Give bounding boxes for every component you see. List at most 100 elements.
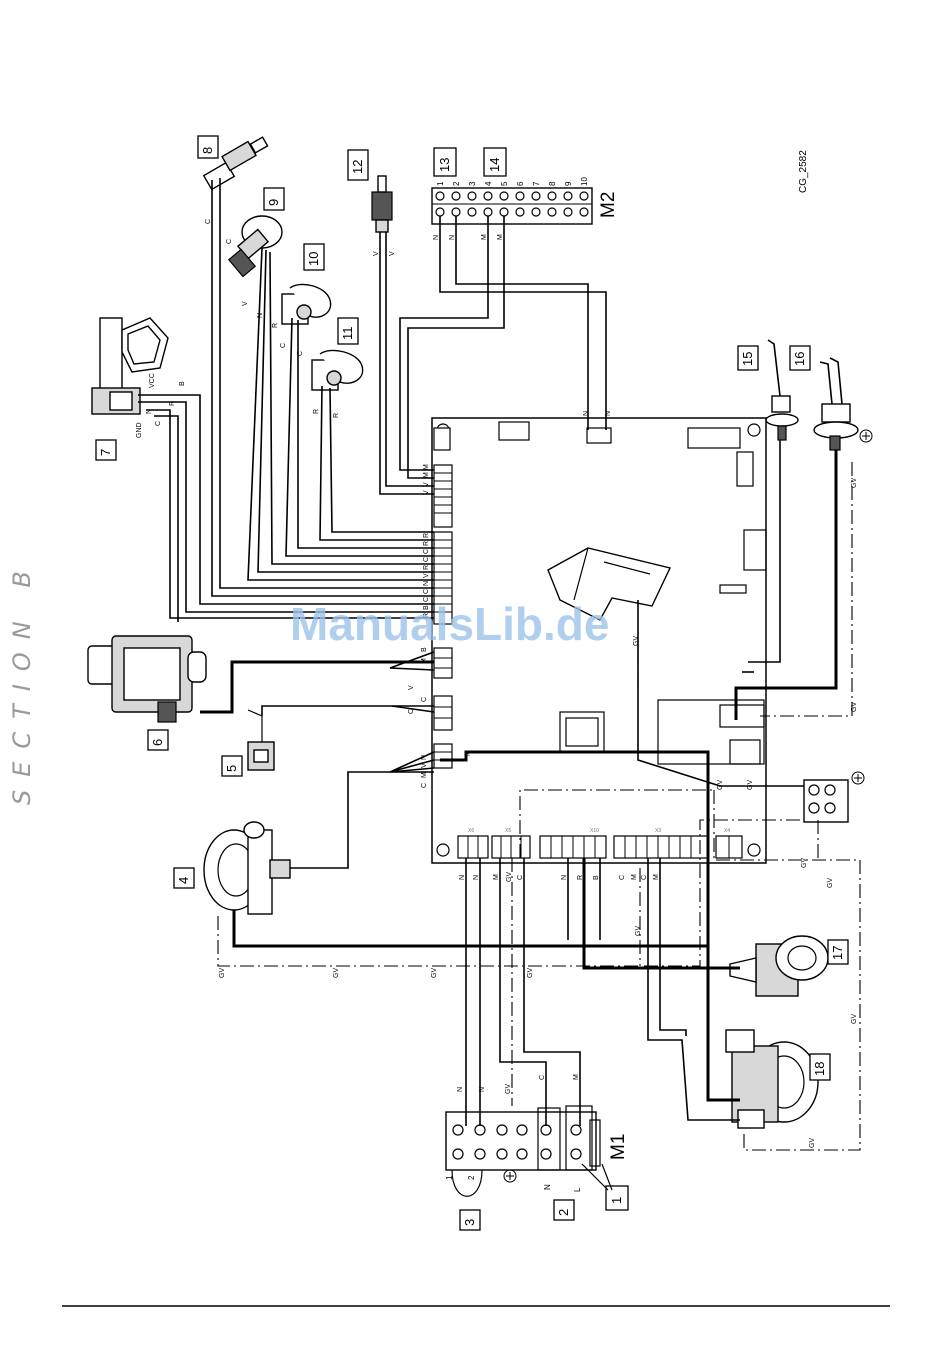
svg-text:12: 12 xyxy=(350,160,365,174)
wire-labels: C C V N R C C R R V V N N M M B R C VCC … xyxy=(136,219,858,1148)
svg-text:B: B xyxy=(593,875,600,880)
svg-text:X5: X5 xyxy=(505,828,511,834)
svg-text:M: M xyxy=(481,234,488,240)
svg-text:GV: GV xyxy=(527,968,534,978)
svg-text:GV: GV xyxy=(633,636,640,646)
clip-sensor-10 xyxy=(281,283,332,325)
svg-text:C: C xyxy=(423,597,430,602)
svg-text:C: C xyxy=(539,1075,546,1080)
svg-text:10: 10 xyxy=(580,177,589,186)
svg-text:V: V xyxy=(423,573,430,578)
svg-text:C: C xyxy=(205,219,212,224)
flow-sensor xyxy=(91,317,169,415)
svg-text:M: M xyxy=(493,874,500,880)
callout-labels: 8 9 10 11 12 13 14 7 6 5 4 15 16 17 18 3… xyxy=(95,135,849,1231)
svg-text:C: C xyxy=(423,549,430,554)
svg-text:N: N xyxy=(479,1087,486,1092)
svg-text:C: C xyxy=(280,343,287,348)
svg-text:7: 7 xyxy=(532,181,541,186)
svg-text:GV: GV xyxy=(851,1014,858,1024)
svg-text:C: C xyxy=(155,421,162,426)
svg-text:4: 4 xyxy=(176,877,191,884)
svg-text:R: R xyxy=(423,541,430,546)
svg-text:C: C xyxy=(423,557,430,562)
svg-text:GV: GV xyxy=(809,1138,816,1148)
board-bracket xyxy=(547,547,672,621)
m1-number-2: 2 xyxy=(467,1175,476,1180)
svg-text:14: 14 xyxy=(487,158,502,172)
svg-text:M: M xyxy=(423,472,430,478)
svg-text:13: 13 xyxy=(437,158,452,172)
three-way-valve xyxy=(729,935,829,997)
svg-text:GV: GV xyxy=(431,968,438,978)
drawing-code: CG_2582 xyxy=(798,150,809,193)
svg-text:5: 5 xyxy=(224,765,239,772)
clip-sensor-11 xyxy=(311,349,364,391)
m1-number-1: 1 xyxy=(445,1175,454,1180)
fan-motor xyxy=(203,821,291,915)
gas-valve xyxy=(87,635,207,723)
svg-text:N: N xyxy=(605,411,612,416)
svg-text:GV: GV xyxy=(717,780,724,790)
svg-text:M: M xyxy=(421,772,428,778)
svg-text:8: 8 xyxy=(548,181,557,186)
svg-text:V: V xyxy=(423,482,430,487)
svg-text:11: 11 xyxy=(340,327,355,341)
svg-text:B: B xyxy=(179,381,186,386)
svg-text:GV: GV xyxy=(851,702,858,712)
pressure-switch-9 xyxy=(227,215,283,278)
svg-text:GV: GV xyxy=(747,780,754,790)
svg-text:GV: GV xyxy=(333,968,340,978)
svg-text:17: 17 xyxy=(830,946,845,960)
svg-text:N: N xyxy=(433,235,440,240)
svg-text:5: 5 xyxy=(500,181,509,186)
svg-text:R: R xyxy=(272,323,279,328)
svg-text:GND: GND xyxy=(136,422,143,438)
svg-text:M: M xyxy=(421,658,428,664)
svg-text:C: C xyxy=(517,875,524,880)
svg-text:C: C xyxy=(421,697,428,702)
svg-text:R: R xyxy=(169,401,176,406)
svg-text:3: 3 xyxy=(468,181,477,186)
svg-text:N: N xyxy=(146,409,153,414)
svg-text:N: N xyxy=(473,875,480,880)
svg-text:N: N xyxy=(561,875,568,880)
svg-text:N: N xyxy=(449,235,456,240)
svg-text:R: R xyxy=(423,533,430,538)
ignition-electrode-15 xyxy=(765,339,799,441)
svg-text:8: 8 xyxy=(200,147,215,154)
svg-text:R: R xyxy=(423,613,430,618)
m2-label: M2 xyxy=(598,192,619,218)
svg-text:N: N xyxy=(257,313,264,318)
section-label: SECTION B xyxy=(8,558,36,805)
ignition-electrode-16 xyxy=(813,357,859,451)
svg-text:10: 10 xyxy=(306,252,321,266)
svg-text:N: N xyxy=(457,1087,464,1092)
svg-text:V: V xyxy=(421,763,428,768)
svg-text:V: V xyxy=(373,251,380,256)
svg-text:B: B xyxy=(423,605,430,610)
svg-text:GV: GV xyxy=(505,1084,512,1094)
board-connector-pin-labels: M M V V R R C C R V N C C B R xyxy=(423,464,430,618)
ground-terminal xyxy=(803,429,873,823)
svg-text:9: 9 xyxy=(266,199,281,206)
svg-text:9: 9 xyxy=(564,181,573,186)
svg-text:C: C xyxy=(619,875,626,880)
svg-text:R: R xyxy=(333,413,340,418)
svg-text:R: R xyxy=(423,565,430,570)
svg-text:M: M xyxy=(497,234,504,240)
svg-text:X3: X3 xyxy=(655,828,661,834)
svg-text:C: C xyxy=(226,239,233,244)
terminal-block-m1 xyxy=(445,1105,601,1171)
svg-text:7: 7 xyxy=(98,449,113,456)
svg-text:N: N xyxy=(459,875,466,880)
svg-text:X6: X6 xyxy=(468,828,474,834)
terminal-block-m2 xyxy=(431,187,593,225)
circulation-pump xyxy=(725,1029,819,1129)
svg-text:V: V xyxy=(408,685,415,690)
svg-text:GV: GV xyxy=(827,878,834,888)
m2-terminal-numbers: 1 2 3 4 5 6 7 8 9 10 xyxy=(436,177,589,186)
svg-text:1: 1 xyxy=(436,181,445,186)
